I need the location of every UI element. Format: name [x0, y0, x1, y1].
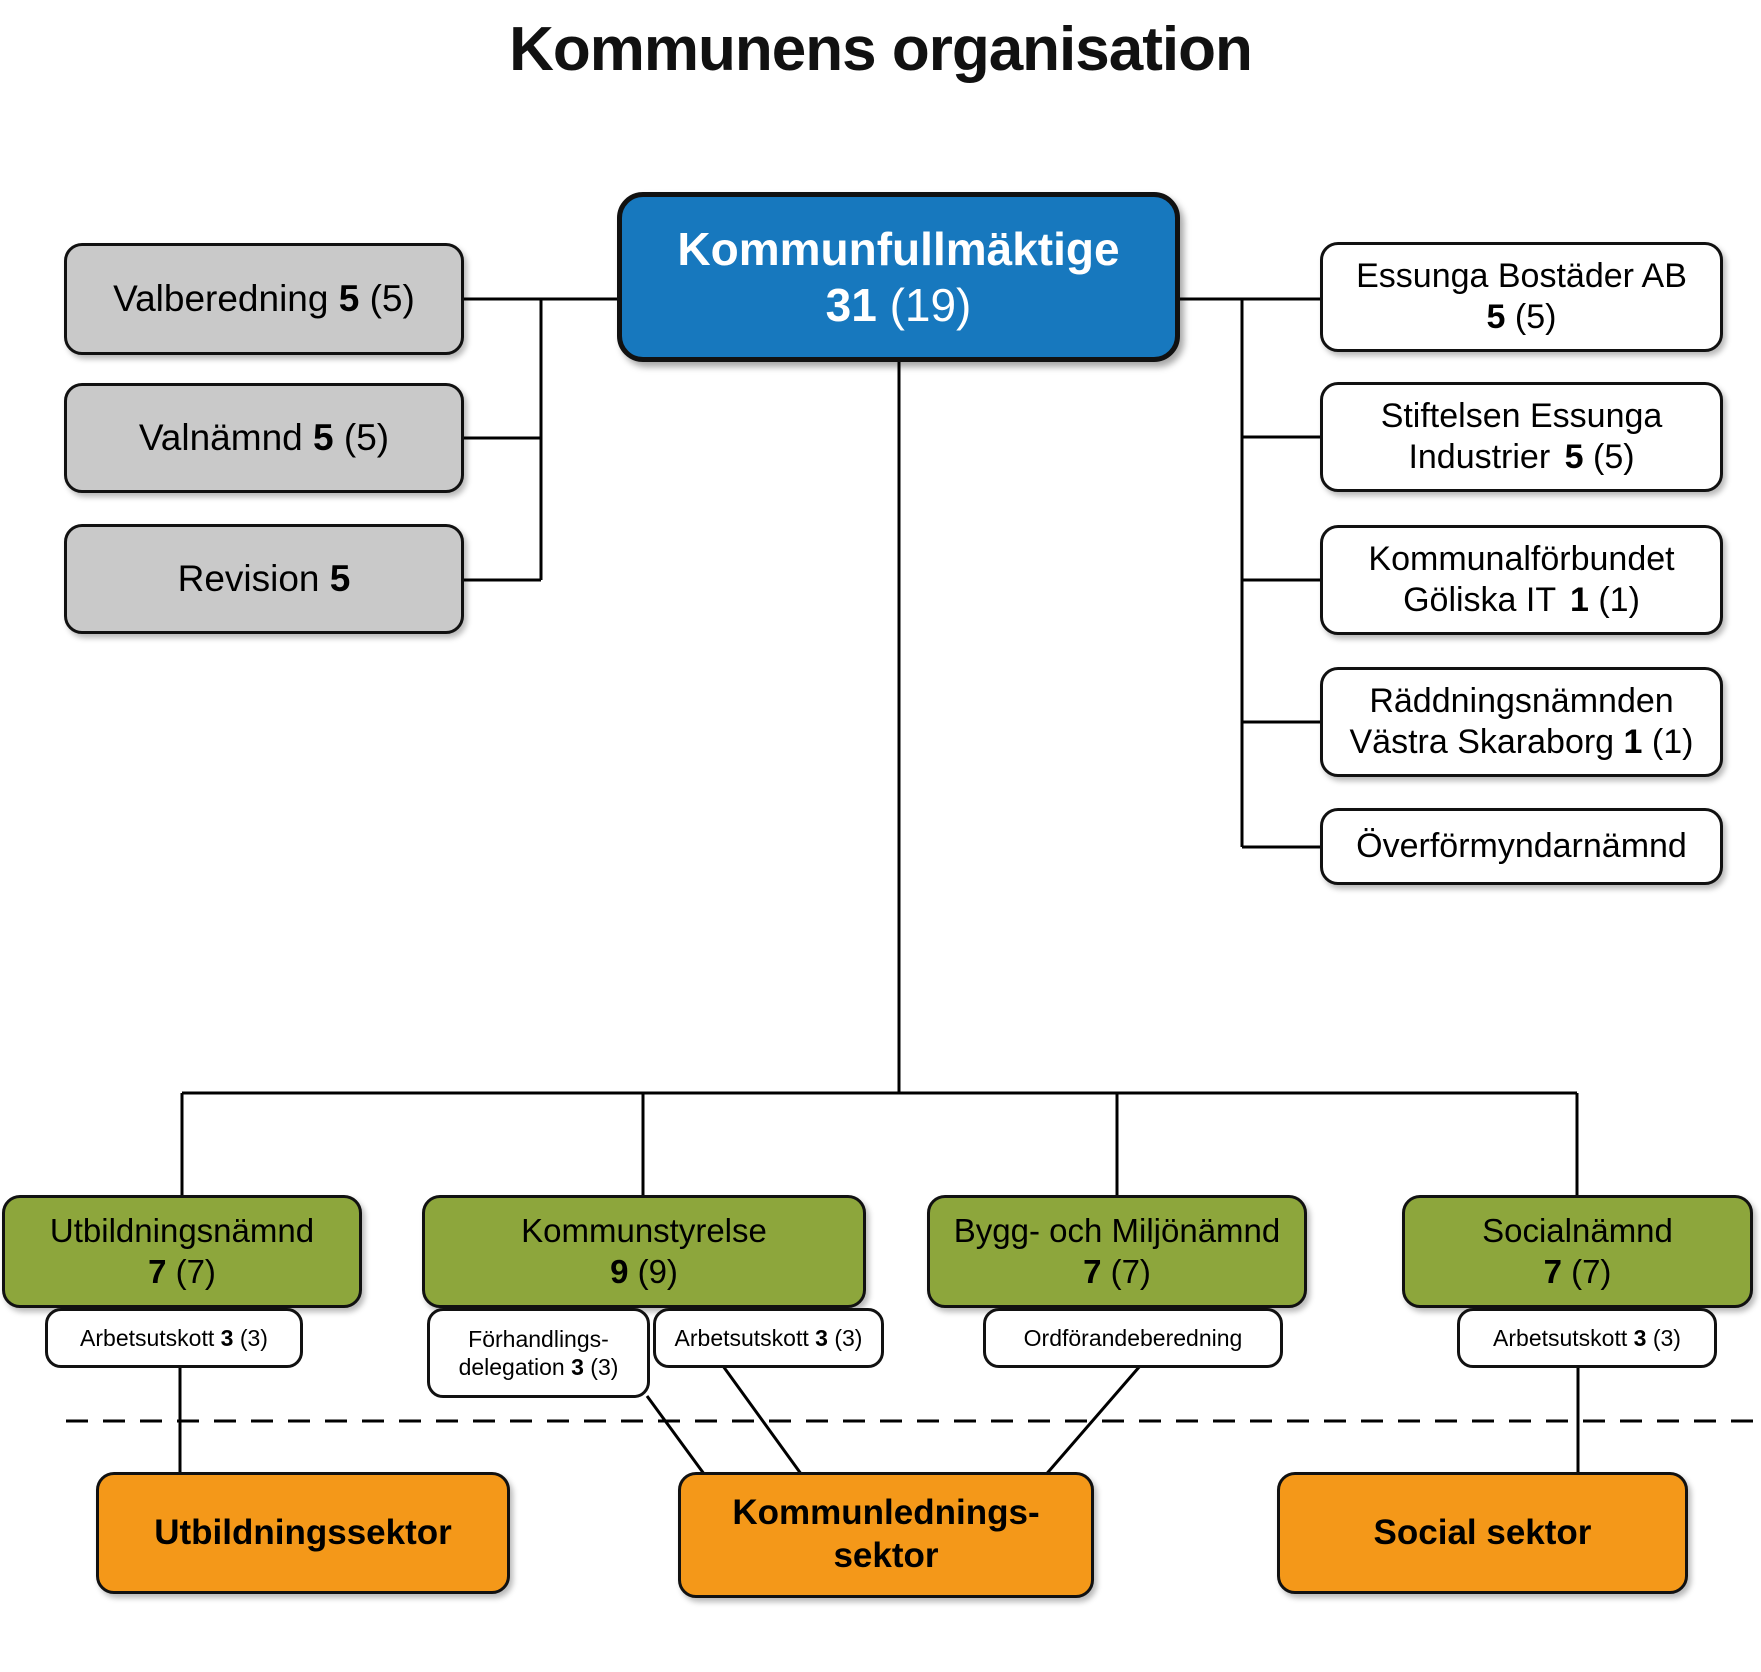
node-valberedning: Valberedning 5 (5)	[64, 243, 464, 355]
node-stiftelsen-essunga-industrier: Stiftelsen Essunga Industrier 5 (5)	[1320, 382, 1723, 492]
node-kommunledningssektor: Kommunlednings- sektor	[678, 1472, 1094, 1598]
node-social-sektor-label: Social sektor	[1373, 1512, 1592, 1552]
node-overformyndarnamnd-label: Överförmyndarnämnd	[1356, 826, 1687, 865]
node-raddningsnamnden: Räddningsnämnden Västra Skaraborg 1 (1)	[1320, 667, 1723, 777]
node-kommunfullmaktige: Kommunfullmäktige 31 (19)	[617, 192, 1180, 362]
node-stiftelsen-line2: Industrier 5 (5)	[1408, 438, 1635, 476]
left-connector-lines	[463, 297, 619, 582]
member-count: 31	[825, 279, 877, 331]
node-forhandlingsdelegation-line1: Förhandlings-	[468, 1325, 609, 1352]
node-arbetsutskott-utbildning-label: Arbetsutskott 3 (3)	[80, 1324, 268, 1351]
node-ordforandeberedning: Ordförandeberedning	[983, 1308, 1283, 1368]
node-kommunledningssektor-line1: Kommunlednings-	[732, 1493, 1040, 1533]
deputy-count: (5)	[343, 417, 390, 459]
node-kommunstyrelse-label: Kommunstyrelse	[521, 1212, 767, 1250]
member-count: 1	[1569, 581, 1589, 619]
member-count: 1	[1623, 723, 1643, 761]
deputy-count: (3)	[1652, 1324, 1681, 1351]
member-count: 3	[1633, 1324, 1647, 1351]
deputy-count: (1)	[1651, 723, 1694, 761]
node-kommunstyrelse-counts: 9 (9)	[610, 1252, 678, 1292]
node-valberedning-label: Valberedning 5 (5)	[113, 278, 415, 320]
node-arbetsutskott-kommunstyrelse: Arbetsutskott 3 (3)	[653, 1308, 884, 1368]
member-count: 3	[571, 1354, 584, 1380]
node-goliska-line2: Göliska IT 1 (1)	[1403, 581, 1640, 619]
node-goliska-it: Kommunalförbundet Göliska IT 1 (1)	[1320, 525, 1723, 635]
deputy-count: (5)	[369, 278, 415, 320]
node-utbildningsnamnd-counts: 7 (7)	[148, 1252, 216, 1292]
node-bygg-och-miljonamnd: Bygg- och Miljönämnd 7 (7)	[927, 1195, 1307, 1308]
member-count: 9	[610, 1252, 629, 1290]
node-utbildningsnamnd-label: Utbildningsnämnd	[49, 1212, 315, 1250]
node-revision: Revision 5	[64, 524, 464, 634]
node-arbetsutskott-utbildning: Arbetsutskott 3 (3)	[45, 1308, 303, 1368]
node-socialnamnd: Socialnämnd 7 (7)	[1402, 1195, 1753, 1308]
member-count: 7	[148, 1252, 167, 1290]
node-arbetsutskott-social: Arbetsutskott 3 (3)	[1457, 1308, 1717, 1368]
member-count: 5	[1564, 438, 1584, 476]
node-bygg-och-miljonamnd-counts: 7 (7)	[1083, 1252, 1151, 1292]
deputy-count: (3)	[590, 1354, 619, 1380]
node-utbildningssektor-label: Utbildningssektor	[154, 1512, 452, 1552]
deputy-count: (7)	[175, 1252, 216, 1290]
member-count: 5	[329, 558, 351, 600]
member-count: 5	[1486, 298, 1506, 336]
node-social-sektor: Social sektor	[1277, 1472, 1688, 1594]
right-connector-lines	[1178, 297, 1322, 849]
deputy-count: (1)	[1598, 581, 1640, 619]
node-kommunledningssektor-line2: sektor	[833, 1536, 939, 1575]
node-kommunstyrelse: Kommunstyrelse 9 (9)	[422, 1195, 866, 1308]
node-goliska-line1: Kommunalförbundet	[1368, 539, 1675, 578]
member-count: 5	[338, 278, 360, 320]
node-raddningsnamnden-line1: Räddningsnämnden	[1369, 681, 1674, 720]
node-kommunfullmaktige-label: Kommunfullmäktige	[677, 222, 1120, 275]
page-title: Kommunens organisation	[509, 15, 1253, 84]
node-raddningsnamnden-line2: Västra Skaraborg 1 (1)	[1349, 723, 1694, 761]
node-valnamnd-label: Valnämnd 5 (5)	[138, 417, 390, 459]
node-forhandlingsdelegation-line2: delegation 3 (3)	[458, 1354, 619, 1380]
member-count: 7	[1543, 1252, 1562, 1290]
deputy-count: (7)	[1110, 1252, 1151, 1290]
node-utbildningsnamnd: Utbildningsnämnd 7 (7)	[2, 1195, 362, 1308]
node-arbetsutskott-social-label: Arbetsutskott 3 (3)	[1493, 1324, 1681, 1351]
deputy-count: (7)	[1571, 1252, 1612, 1290]
deputy-count: (9)	[637, 1252, 678, 1290]
node-socialnamnd-label: Socialnämnd	[1482, 1212, 1673, 1250]
root-to-committees-connector	[180, 360, 1579, 1197]
deputy-count: (5)	[1514, 298, 1557, 336]
deputy-count: (3)	[239, 1324, 268, 1351]
node-arbetsutskott-kommunstyrelse-label: Arbetsutskott 3 (3)	[674, 1324, 863, 1351]
node-bygg-och-miljonamnd-label: Bygg- och Miljönämnd	[953, 1212, 1281, 1250]
node-essunga-bostader: Essunga Bostäder AB 5 (5)	[1320, 242, 1723, 352]
node-utbildningssektor: Utbildningssektor	[96, 1472, 510, 1594]
deputy-count: (19)	[889, 279, 972, 331]
node-essunga-bostader-counts: 5 (5)	[1487, 297, 1557, 338]
node-valnamnd: Valnämnd 5 (5)	[64, 383, 464, 493]
node-stiftelsen-line1: Stiftelsen Essunga	[1380, 396, 1663, 435]
deputy-count: (3)	[834, 1324, 863, 1351]
node-forhandlingsdelegation: Förhandlings- delegation 3 (3)	[427, 1308, 650, 1398]
node-socialnamnd-counts: 7 (7)	[1544, 1252, 1612, 1292]
node-revision-label: Revision 5	[177, 558, 351, 600]
node-essunga-bostader-label: Essunga Bostäder AB	[1356, 256, 1687, 295]
node-ordforandeberedning-label: Ordförandeberedning	[1023, 1324, 1243, 1351]
member-count: 3	[815, 1324, 828, 1351]
deputy-count: (5)	[1593, 438, 1635, 476]
node-overformyndarnamnd: Överförmyndarnämnd	[1320, 808, 1723, 885]
member-count: 7	[1083, 1252, 1102, 1290]
member-count: 3	[220, 1324, 234, 1351]
node-kommunfullmaktige-counts: 31 (19)	[826, 277, 972, 333]
member-count: 5	[313, 417, 334, 459]
